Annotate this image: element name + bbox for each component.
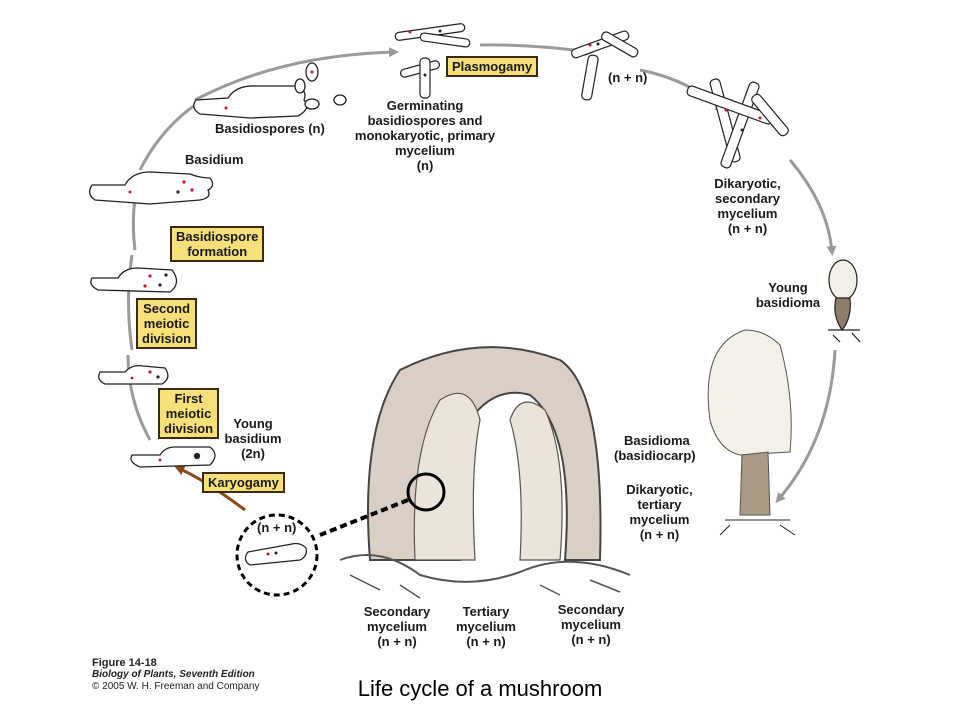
dikaryotic-tertiary-line2: tertiary: [637, 497, 682, 512]
basidioma-line1: Basidioma: [624, 433, 690, 448]
arrow-left-mid: [127, 254, 134, 351]
tertiary-line1: Tertiary: [462, 604, 510, 619]
tertiary-line3: (n + n): [466, 634, 506, 649]
basidioma-line2: (basidiocarp): [614, 448, 696, 463]
secondary-right-line3: (n + n): [571, 632, 611, 647]
dikaryotic-secondary-line4: (n + n): [727, 221, 768, 236]
germinating-line3: monokaryotic, primary: [354, 128, 496, 143]
basidioma-label: Basidioma (basidiocarp): [614, 433, 696, 463]
first-meiotic-cell: [98, 364, 169, 385]
primary-mycelium: [394, 23, 471, 99]
secondary-mycelium-top: [570, 30, 789, 169]
germinating-label: Germinating basidiospores and monokaryot…: [345, 98, 505, 173]
dikaryotic-tertiary-label: Dikaryotic, tertiary mycelium (n + n): [612, 482, 707, 542]
basidiospore-formation-line1: Basidiospore: [176, 229, 259, 244]
young-basidioma-illustration: [828, 259, 861, 343]
young-basidium-line1: Young: [233, 416, 273, 431]
basidiospore-formation-box: Basidiospore formation: [170, 226, 265, 262]
second-meiotic-line1: Second: [143, 301, 191, 316]
dikaryotic-secondary-line2: secondary: [714, 191, 781, 206]
secondary-right-line1: Secondary: [557, 602, 625, 617]
first-meiotic-line1: First: [174, 391, 203, 406]
second-meiotic-box: Second meiotic division: [136, 298, 198, 349]
figure-credit: Figure 14-18 Biology of Plants, Seventh …: [92, 657, 259, 693]
figure-copyright: © 2005 W. H. Freeman and Company: [92, 681, 260, 692]
young-basidioma-label: Young basidioma: [748, 280, 828, 310]
second-meiotic-cell: [90, 267, 178, 293]
n-plus-n-circle-label: (n + n): [257, 520, 297, 535]
mushroom-cross-section: [339, 346, 631, 599]
arrow-secondary-to-young-basidioma: [788, 159, 837, 256]
young-basidium-cell: [130, 446, 216, 468]
arrow-basidiospores-to-germinating: [194, 47, 399, 102]
figure-book: Biology of Plants, Seventh Edition: [92, 669, 255, 680]
basidiospore-formation-line2: formation: [187, 244, 248, 259]
second-meiotic-line3: division: [142, 331, 192, 346]
figure-number: Figure 14-18: [92, 657, 157, 669]
second-meiotic-line2: meiotic: [143, 316, 190, 331]
basidium-cell: [88, 171, 214, 205]
n-plus-n-top-label: (n + n): [608, 70, 648, 85]
dikaryotic-tertiary-line3: mycelium: [629, 512, 690, 527]
young-basidium-line3: (2n): [241, 446, 265, 461]
germinating-line4: mycelium: [395, 143, 455, 158]
first-meiotic-box: First meiotic division: [158, 388, 220, 439]
dikaryotic-secondary-line3: mycelium: [717, 206, 778, 221]
detail-callout: [235, 472, 446, 597]
germinating-line1: Germinating: [386, 98, 464, 113]
tertiary-line2: mycelium: [456, 619, 516, 634]
basidium-label: Basidium: [185, 152, 244, 167]
young-basidium-line2: basidium: [224, 431, 282, 446]
dikaryotic-secondary-label: Dikaryotic, secondary mycelium (n + n): [700, 176, 795, 236]
secondary-mycelium-left-label: Secondary mycelium (n + n): [352, 604, 442, 649]
basidiospore-basidium-cell: [193, 85, 308, 119]
secondary-mycelium-right-label: Secondary mycelium (n + n): [546, 602, 636, 647]
mature-basidioma-illustration: [707, 329, 796, 536]
secondary-left-line1: Secondary: [363, 604, 431, 619]
arrow-left-low: [126, 354, 152, 441]
dikaryotic-tertiary-line4: (n + n): [639, 527, 680, 542]
basidiospores-label: Basidiospores (n): [215, 121, 325, 136]
arrow-to-secondary-mycelium: [639, 68, 725, 113]
first-meiotic-line2: meiotic: [165, 406, 212, 421]
secondary-right-line2: mycelium: [561, 617, 621, 632]
germinating-line2: basidiospores and: [367, 113, 483, 128]
dikaryotic-secondary-line1: Dikaryotic,: [714, 176, 781, 191]
young-basidioma-line1: Young: [768, 280, 808, 295]
germinating-line5: (n): [416, 158, 434, 173]
dikaryotic-tertiary-line1: Dikaryotic,: [626, 482, 693, 497]
secondary-left-line2: mycelium: [367, 619, 427, 634]
first-meiotic-line3: division: [164, 421, 214, 436]
arrow-young-to-mature-basidioma: [775, 349, 837, 504]
karyogamy-label: Karyogamy: [208, 475, 279, 490]
cycle-arrows: [126, 43, 837, 504]
young-basidium-label: Young basidium (2n): [218, 416, 288, 461]
secondary-left-line3: (n + n): [377, 634, 417, 649]
basidium-stages: [88, 62, 347, 468]
young-basidioma-line2: basidioma: [755, 295, 821, 310]
plasmogamy-label: Plasmogamy: [452, 59, 533, 74]
arrow-basidium-to-spores: [138, 103, 196, 171]
plasmogamy-box: Plasmogamy: [446, 56, 539, 77]
karyogamy-box: Karyogamy: [202, 472, 285, 493]
tertiary-mycelium-label: Tertiary mycelium (n + n): [446, 604, 526, 649]
slide-caption: Life cycle of a mushroom: [357, 676, 603, 701]
